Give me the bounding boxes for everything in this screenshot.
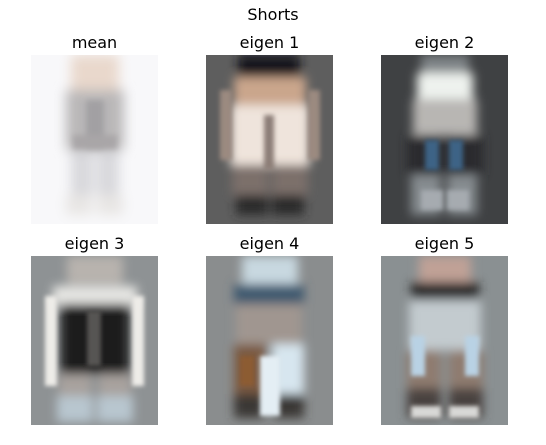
panel-image-eigen-5 (381, 256, 508, 425)
panel-image-eigen-1 (206, 55, 333, 224)
panel-title-eigen-2: eigen 2 (414, 33, 475, 52)
eigen-5-image-svg (381, 256, 508, 425)
panel-title-eigen-3: eigen 3 (64, 234, 125, 253)
panel-image-mean (31, 55, 158, 224)
panel-title-eigen-1: eigen 1 (239, 33, 300, 52)
panel-image-eigen-4 (206, 256, 333, 425)
mean-image-svg (31, 55, 158, 224)
panel-title-eigen-4: eigen 4 (239, 234, 300, 253)
panel-image-eigen-2 (381, 55, 508, 224)
figure-title: Shorts (247, 5, 299, 24)
eigen-2-image-svg (381, 55, 508, 224)
eigen-1-image-svg (206, 55, 333, 224)
panel-title-eigen-5: eigen 5 (414, 234, 475, 253)
panel-image-eigen-3 (31, 256, 158, 425)
panel-title-mean: mean (71, 33, 118, 52)
eigen-4-image-svg (206, 256, 333, 425)
eigen-3-image-svg (31, 256, 158, 425)
